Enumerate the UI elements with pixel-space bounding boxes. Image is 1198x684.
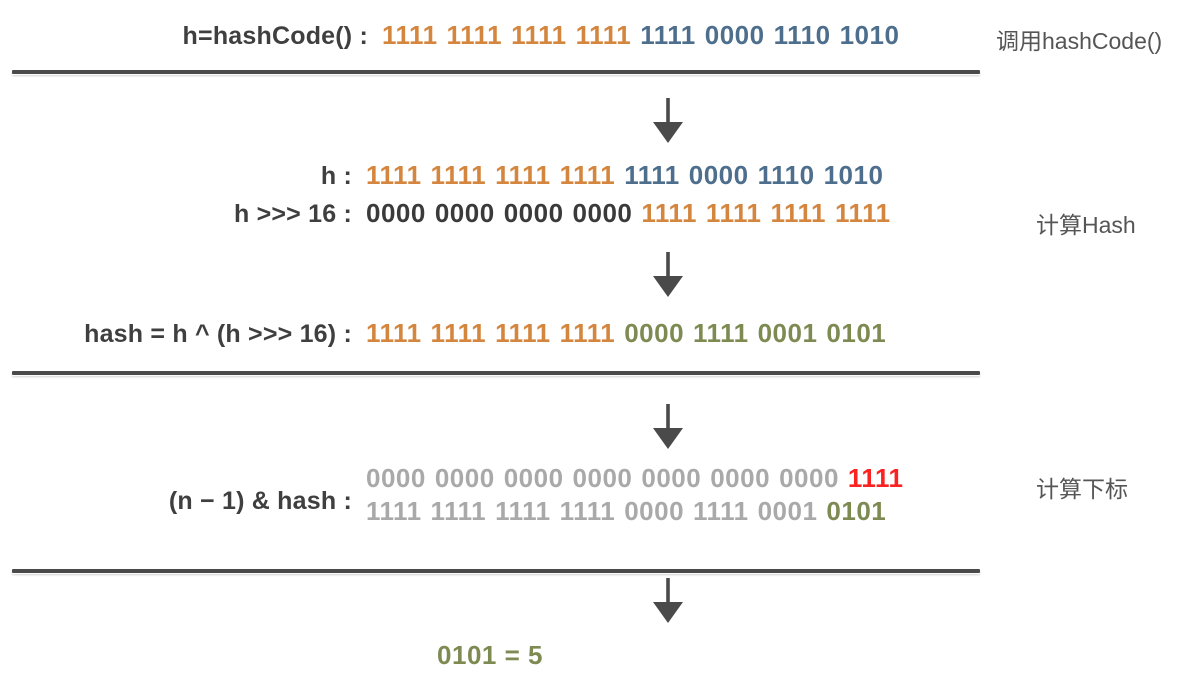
row-mask-label: (n − 1) & hash :	[168, 487, 352, 515]
row-h-label: h :	[320, 162, 352, 190]
bit-group: 0000	[704, 20, 765, 50]
bit-group: 0000	[366, 198, 426, 228]
divider-rule-2	[12, 371, 980, 375]
row-h: h : 1111 1111 1111 1111 1111 0000 1110 1010	[0, 160, 883, 191]
bit-group: 0000	[641, 463, 702, 493]
row-xor-label: hash = h ^ (h >>> 16) :	[84, 320, 352, 348]
row-result: 0101 = 5	[0, 640, 980, 671]
bit-group: 1111	[641, 198, 697, 228]
bit-group: 1111	[575, 20, 632, 50]
bit-group: 0000	[434, 198, 495, 228]
bit-group: 1111	[430, 160, 487, 190]
bit-group: 1111	[366, 496, 422, 527]
bit-group: 1111	[705, 198, 762, 228]
bit-group: 0000	[503, 198, 564, 228]
bit-group: 0000	[503, 463, 564, 493]
row-h-bits: 1111 1111 1111 1111 1111 0000 1110 1010	[366, 160, 883, 191]
bit-group: 1111	[511, 20, 567, 50]
bit-group: 1010	[823, 160, 884, 190]
bit-group: 1111	[559, 496, 616, 527]
bit-group: 1111	[366, 160, 422, 190]
bit-group: 1111	[495, 160, 551, 190]
bit-group: 0101	[826, 318, 887, 348]
row-hashcode-label: h=hashCode() :	[182, 22, 368, 50]
bit-group: 1111	[835, 198, 891, 228]
bit-group: 0000	[688, 160, 749, 190]
stage-caption-hash: 计算Hash	[1036, 212, 1136, 238]
bit-group: 1111	[430, 496, 487, 527]
bit-group: 0000	[572, 463, 633, 493]
bit-group: 1111	[446, 20, 503, 50]
bit-group: 1111	[624, 160, 680, 190]
bit-group: 0000	[366, 463, 426, 493]
bit-group: 1111	[382, 20, 438, 50]
bit-group: 1110	[757, 160, 815, 190]
bit-group: 0001	[757, 496, 818, 527]
bit-group: 1111	[430, 318, 487, 348]
bit-group: 1110	[773, 20, 831, 50]
arrow-down-icon	[646, 404, 690, 450]
bit-group: 1010	[839, 20, 900, 50]
result-value: 0101 = 5	[437, 640, 543, 670]
row-mask-operand-top-bits: 0000 0000 0000 0000 0000 0000 0000 1111	[366, 462, 903, 495]
bit-group: 1111	[366, 318, 422, 348]
bit-group: 1111	[693, 318, 749, 348]
row-mask-operand-bottom-bits: 1111 1111 1111 1111 0000 1111 0001 0101	[366, 495, 903, 528]
bit-group: 1111	[559, 318, 616, 348]
row-xor-bits: 1111 1111 1111 1111 0000 1111 0001 0101	[366, 318, 886, 349]
arrow-down-icon	[646, 252, 690, 298]
bit-group: 0000	[572, 198, 633, 228]
bit-group: 1111	[640, 20, 696, 50]
bit-group: 1111	[559, 160, 616, 190]
bit-group: 0000	[779, 463, 839, 493]
bit-group: 1111	[495, 318, 551, 348]
bit-group: 1111	[847, 463, 904, 493]
bit-group: 0000	[710, 463, 771, 493]
divider-rule-1	[12, 70, 980, 74]
stage-caption-hashcode: 调用hashCode()	[996, 28, 1163, 54]
bit-group: 0001	[757, 318, 818, 348]
bit-group: 0000	[434, 463, 495, 493]
bit-group: 1111	[693, 496, 749, 527]
bit-group: 0000	[624, 496, 685, 527]
bit-group: 0000	[624, 318, 685, 348]
arrow-down-icon	[646, 578, 690, 624]
bit-group: 1111	[495, 496, 551, 527]
row-shift-bits: 0000 0000 0000 0000 1111 1111 1111 1111	[366, 198, 891, 229]
divider-rule-3	[12, 569, 980, 573]
row-shift: h >>> 16 : 0000 0000 0000 0000 1111 1111 1111 1…	[0, 198, 891, 229]
row-shift-label: h >>> 16 :	[233, 200, 352, 228]
arrow-down-icon	[646, 98, 690, 144]
stage-caption-index: 计算下标	[1036, 476, 1128, 502]
bit-group: 1111	[770, 198, 827, 228]
bit-group: 0101	[826, 496, 887, 527]
row-hashcode-bits: 1111 1111 1111 1111 1111 0000 1110 1010	[382, 20, 899, 51]
